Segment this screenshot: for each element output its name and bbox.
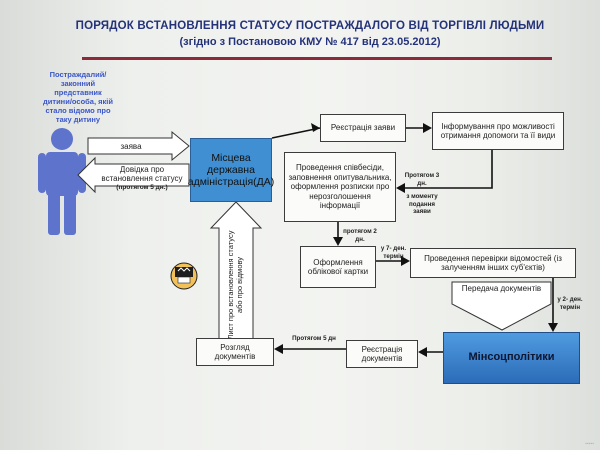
page-title: ПОРЯДОК ВСТАНОВЛЕННЯ СТАТУСУ ПОСТРАЖДАЛО…: [75, 20, 545, 32]
term-note-7-days: у 7- ден. термін: [380, 245, 407, 260]
corner-watermark: ▪▪▪▪▪: [585, 441, 594, 447]
term-note-3-days-from-application: з моменту подання заяви: [406, 193, 438, 215]
person-icon: [38, 128, 86, 235]
term-note-3-days: Протягом 3 дн.: [404, 172, 440, 187]
registration-documents-box: Реєстрація документів: [346, 340, 418, 368]
review-documents-box: Розгляд документів: [196, 338, 274, 366]
certificate-label: Довідка про встановлення статусу (протяг…: [98, 165, 186, 192]
letter-label: Лист про встановлення статусу або про ві…: [226, 230, 244, 340]
certificate-title: Довідка про встановлення статусу: [101, 165, 183, 183]
page-subtitle: (згідно з Постановою КМУ № 417 від 23.05…: [179, 36, 441, 48]
certificate-term: (протягом 5 дн.): [116, 184, 168, 191]
term-note-5-days: Протягом 5 дн: [292, 335, 336, 342]
term-note-2-day-term: у 2- ден. термін: [557, 296, 583, 311]
applicant-label: Постраждалий/ законний представник дитин…: [43, 70, 113, 124]
application-label: заява: [120, 141, 142, 151]
ministry-box: Мінсоцполітики: [443, 332, 580, 384]
interview-box: Проведення співбесіди, заповнення опитув…: [284, 152, 396, 222]
application-arrow: [87, 130, 190, 162]
hourglass-icon: [170, 262, 198, 290]
term-note-2-days: протягом 2 дн.: [343, 228, 377, 243]
letter-arrow: [209, 201, 263, 344]
local-admin-box: Місцева державна адміністрація(ДА): [188, 138, 274, 202]
transfer-arrow: [451, 281, 552, 331]
record-card-box: Оформлення облікової картки: [300, 246, 376, 288]
verification-box: Проведення перевірки відомостей (із залу…: [410, 248, 576, 278]
title-divider: [82, 57, 552, 60]
transfer-label: Передача документів: [461, 284, 542, 293]
informing-box: Інформування про можливості отримання до…: [432, 112, 564, 150]
certificate-arrow: [77, 156, 190, 194]
registration-application-box: Реєстрація заяви: [320, 114, 406, 142]
